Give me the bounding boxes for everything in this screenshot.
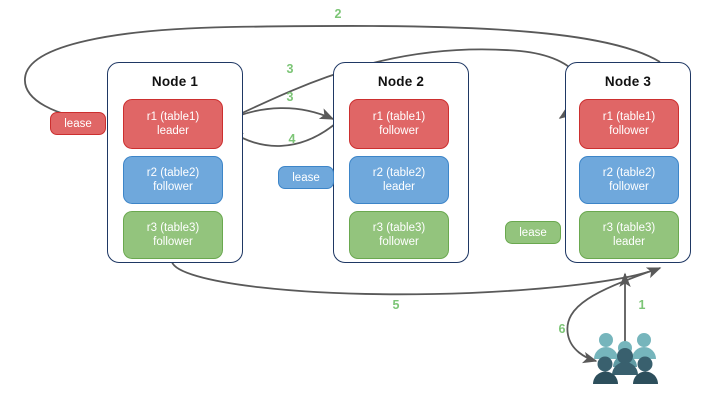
- replica-role: leader: [157, 125, 189, 137]
- node-box-1[interactable]: Node 1 r1 (table1) leader r2 (table2) fo…: [107, 62, 243, 263]
- node-title: Node 3: [604, 74, 652, 89]
- replica-r2-node2[interactable]: r2 (table2) leader: [349, 156, 449, 204]
- replica-r2-node3[interactable]: r2 (table2) follower: [579, 156, 679, 204]
- step-label-3-upper: 3: [286, 62, 294, 76]
- replica-role: follower: [609, 125, 649, 137]
- replica-name: r1 (table1): [602, 111, 656, 123]
- step-label-3-lower: 3: [286, 90, 294, 104]
- replica-role: follower: [153, 236, 193, 248]
- replica-name: r2 (table2): [372, 167, 426, 179]
- replica-r2-node1[interactable]: r2 (table2) follower: [123, 156, 223, 204]
- step-label-4: 4: [288, 132, 296, 146]
- replica-name: r2 (table2): [602, 167, 656, 179]
- lease-badge-blue[interactable]: lease: [278, 166, 334, 189]
- step-label-5: 5: [392, 298, 400, 312]
- replica-name: r2 (table2): [146, 167, 200, 179]
- lease-badge-red[interactable]: lease: [50, 112, 106, 135]
- arrow-step-5: [171, 261, 662, 296]
- arrow-step-4: [228, 123, 336, 147]
- replica-name: r3 (table3): [146, 222, 200, 234]
- step-label-2: 2: [334, 7, 342, 21]
- node-title: Node 2: [377, 74, 425, 89]
- replica-role: leader: [383, 181, 415, 193]
- lease-badge-green[interactable]: lease: [505, 221, 561, 244]
- step-label-6: 6: [558, 322, 566, 336]
- node-box-2[interactable]: Node 2 r1 (table1) follower r2 (table2) …: [333, 62, 469, 263]
- replica-r1-node2[interactable]: r1 (table1) follower: [349, 99, 449, 149]
- step-label-1: 1: [638, 298, 646, 312]
- node-title: Node 1: [151, 74, 199, 89]
- replica-r3-node2[interactable]: r3 (table3) follower: [349, 211, 449, 259]
- node-box-3[interactable]: Node 3 r1 (table1) follower r2 (table2) …: [565, 62, 691, 263]
- replica-r1-node1[interactable]: r1 (table1) leader: [123, 99, 223, 149]
- replica-r3-node1[interactable]: r3 (table3) follower: [123, 211, 223, 259]
- replica-role: follower: [609, 181, 649, 193]
- replica-role: follower: [379, 125, 419, 137]
- replica-name: r3 (table3): [372, 222, 426, 234]
- replica-name: r1 (table1): [372, 111, 426, 123]
- replica-name: r3 (table3): [602, 222, 656, 234]
- replica-r3-node3[interactable]: r3 (table3) leader: [579, 211, 679, 259]
- users-icon: [593, 333, 658, 384]
- replica-role: follower: [379, 236, 419, 248]
- replica-r1-node3[interactable]: r1 (table1) follower: [579, 99, 679, 149]
- replica-name: r1 (table1): [146, 111, 200, 123]
- replica-role: follower: [153, 181, 193, 193]
- replica-role: leader: [613, 236, 645, 248]
